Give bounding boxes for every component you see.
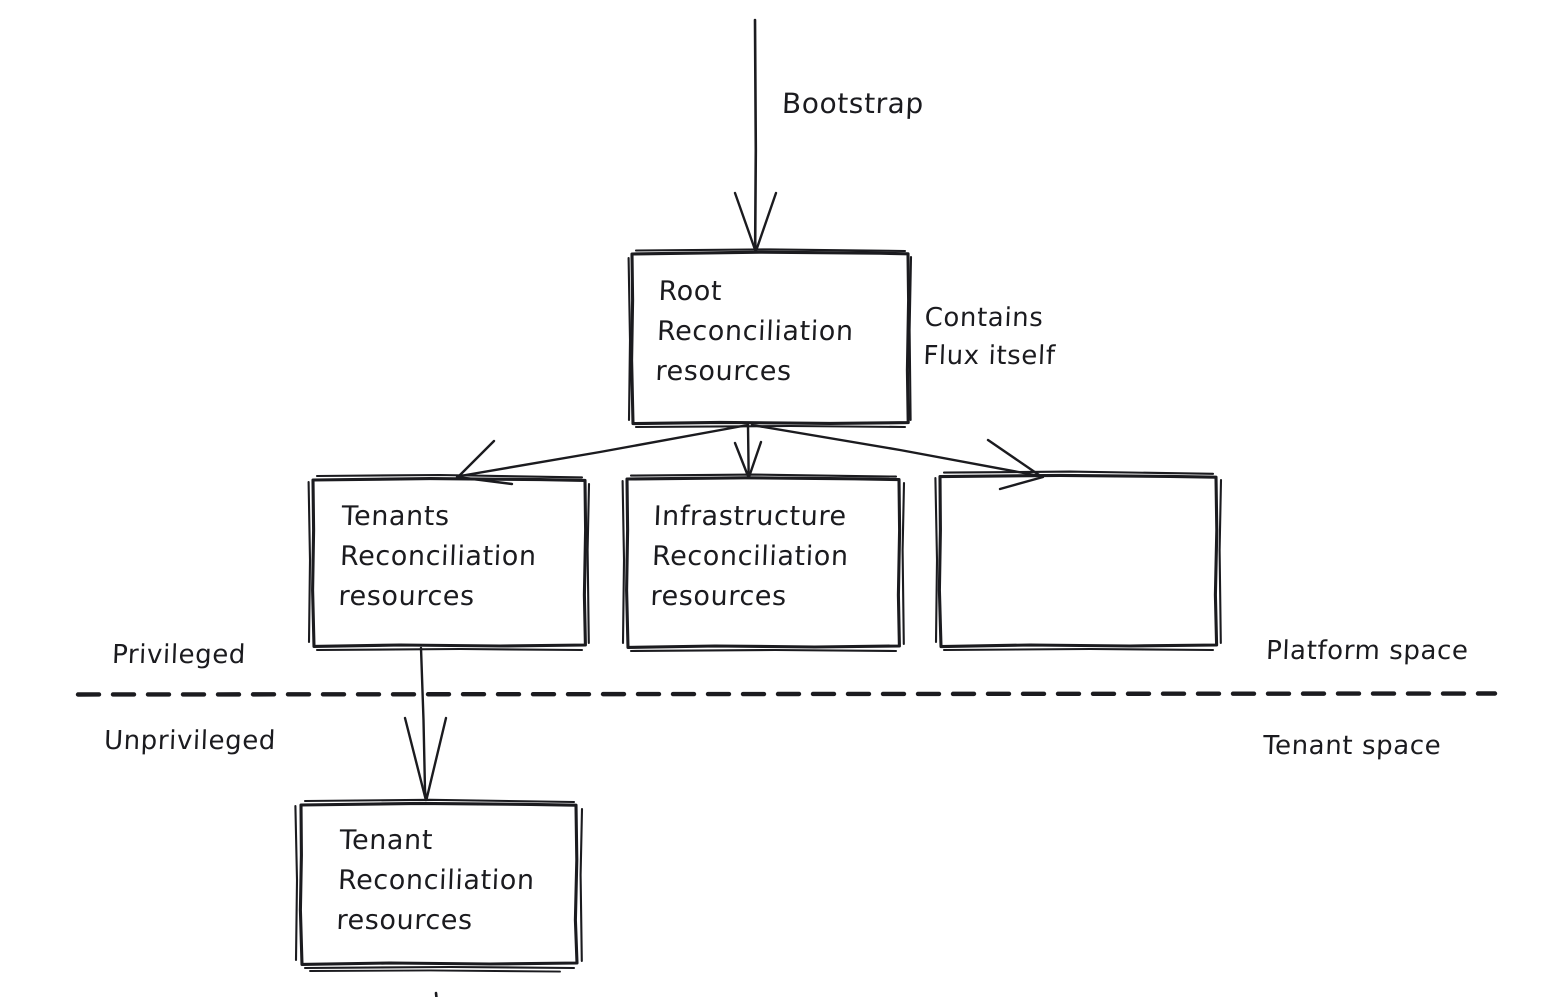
edge-bootstrap-to-root — [733, 18, 778, 254]
node-tenant-label: Tenant Reconciliation resources — [335, 825, 536, 936]
annotation-tenant-space: Tenant space — [1262, 731, 1442, 761]
edge-tenants-to-tenant — [403, 646, 448, 802]
annotation-privileged: Privileged — [111, 640, 247, 670]
edge-root-to-empty-box — [750, 423, 1045, 491]
annotation-bootstrap: Bootstrap — [781, 87, 925, 120]
annotation-platform-space: Platform space — [1265, 636, 1470, 666]
node-root-box[interactable] — [627, 248, 913, 429]
privileged-boundary-divider — [75, 691, 1498, 697]
node-tenant-box[interactable] — [294, 798, 584, 973]
edge-root-to-infrastructure — [733, 424, 763, 479]
node-infrastructure-label: Infrastructure Reconciliation resources — [649, 501, 850, 612]
annotation-contains-flux: Contains Flux itself — [922, 303, 1057, 371]
annotation-unprivileged: Unprivileged — [103, 726, 277, 756]
node-empty-box[interactable] — [934, 470, 1223, 652]
node-infrastructure-box[interactable] — [621, 473, 906, 653]
node-tenants-label: Tenants Reconciliation resources — [337, 501, 538, 612]
node-root-label: Root Reconciliation resources — [654, 276, 855, 387]
node-tenants-box[interactable] — [307, 473, 591, 652]
